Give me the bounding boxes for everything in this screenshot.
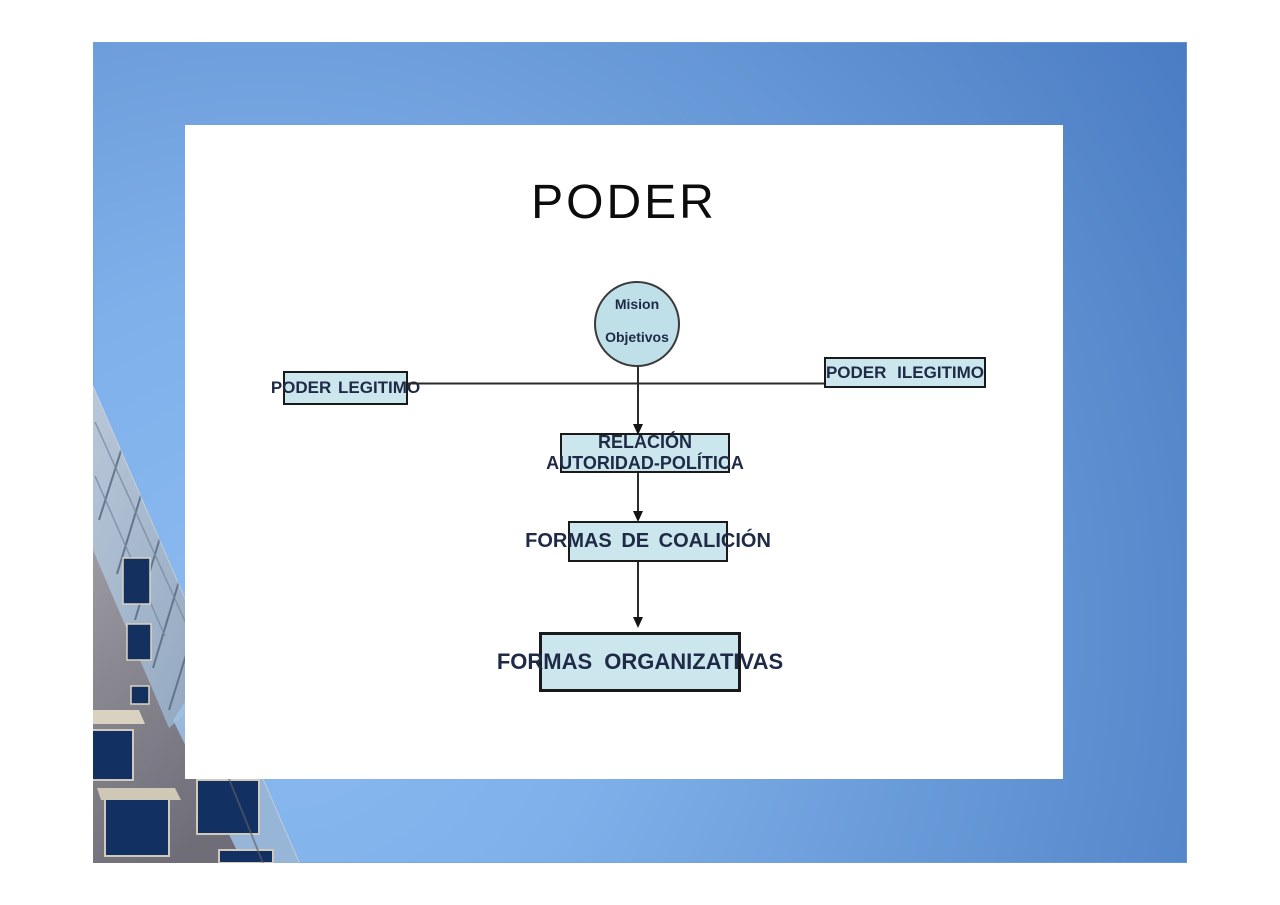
box-relacion-autoridad-politica: RELACIÓN AUTORIDAD-POLÍTICA (546, 432, 744, 473)
box-relacion-line1: RELACIÓN (598, 432, 692, 452)
mision-objetivos-circle: Mision Objetivos (594, 281, 680, 367)
box-poder-ilegitimo-label: PODER ILEGITIMO (825, 362, 985, 382)
circle-label-mision: Mision (614, 296, 660, 312)
box-formas-de-coalicion: FORMAS DE COALICIÓN (525, 521, 771, 562)
arrowhead-to-organizativas (633, 617, 643, 628)
slide-background: PODER Mision Objetivos PODER LEGITIMO PO… (93, 42, 1187, 863)
box-poder-ilegitimo: PODER ILEGITIMO (824, 357, 986, 388)
box-formas-de-coalicion-label: FORMAS DE COALICIÓN (525, 530, 771, 552)
box-formas-organizativas: FORMAS ORGANIZATIVAS (497, 632, 783, 692)
slide-content-panel: PODER Mision Objetivos PODER LEGITIMO PO… (185, 125, 1063, 779)
circle-label-objetivos: Objetivos (605, 329, 669, 345)
box-poder-legitimo-label: PODER LEGITIMO (270, 378, 421, 397)
box-formas-organizativas-label: FORMAS ORGANIZATIVAS (496, 649, 784, 674)
slide-title: PODER (531, 176, 717, 229)
box-relacion-line2: AUTORIDAD-POLÍTICA (546, 453, 744, 473)
box-poder-legitimo: PODER LEGITIMO (271, 371, 420, 405)
